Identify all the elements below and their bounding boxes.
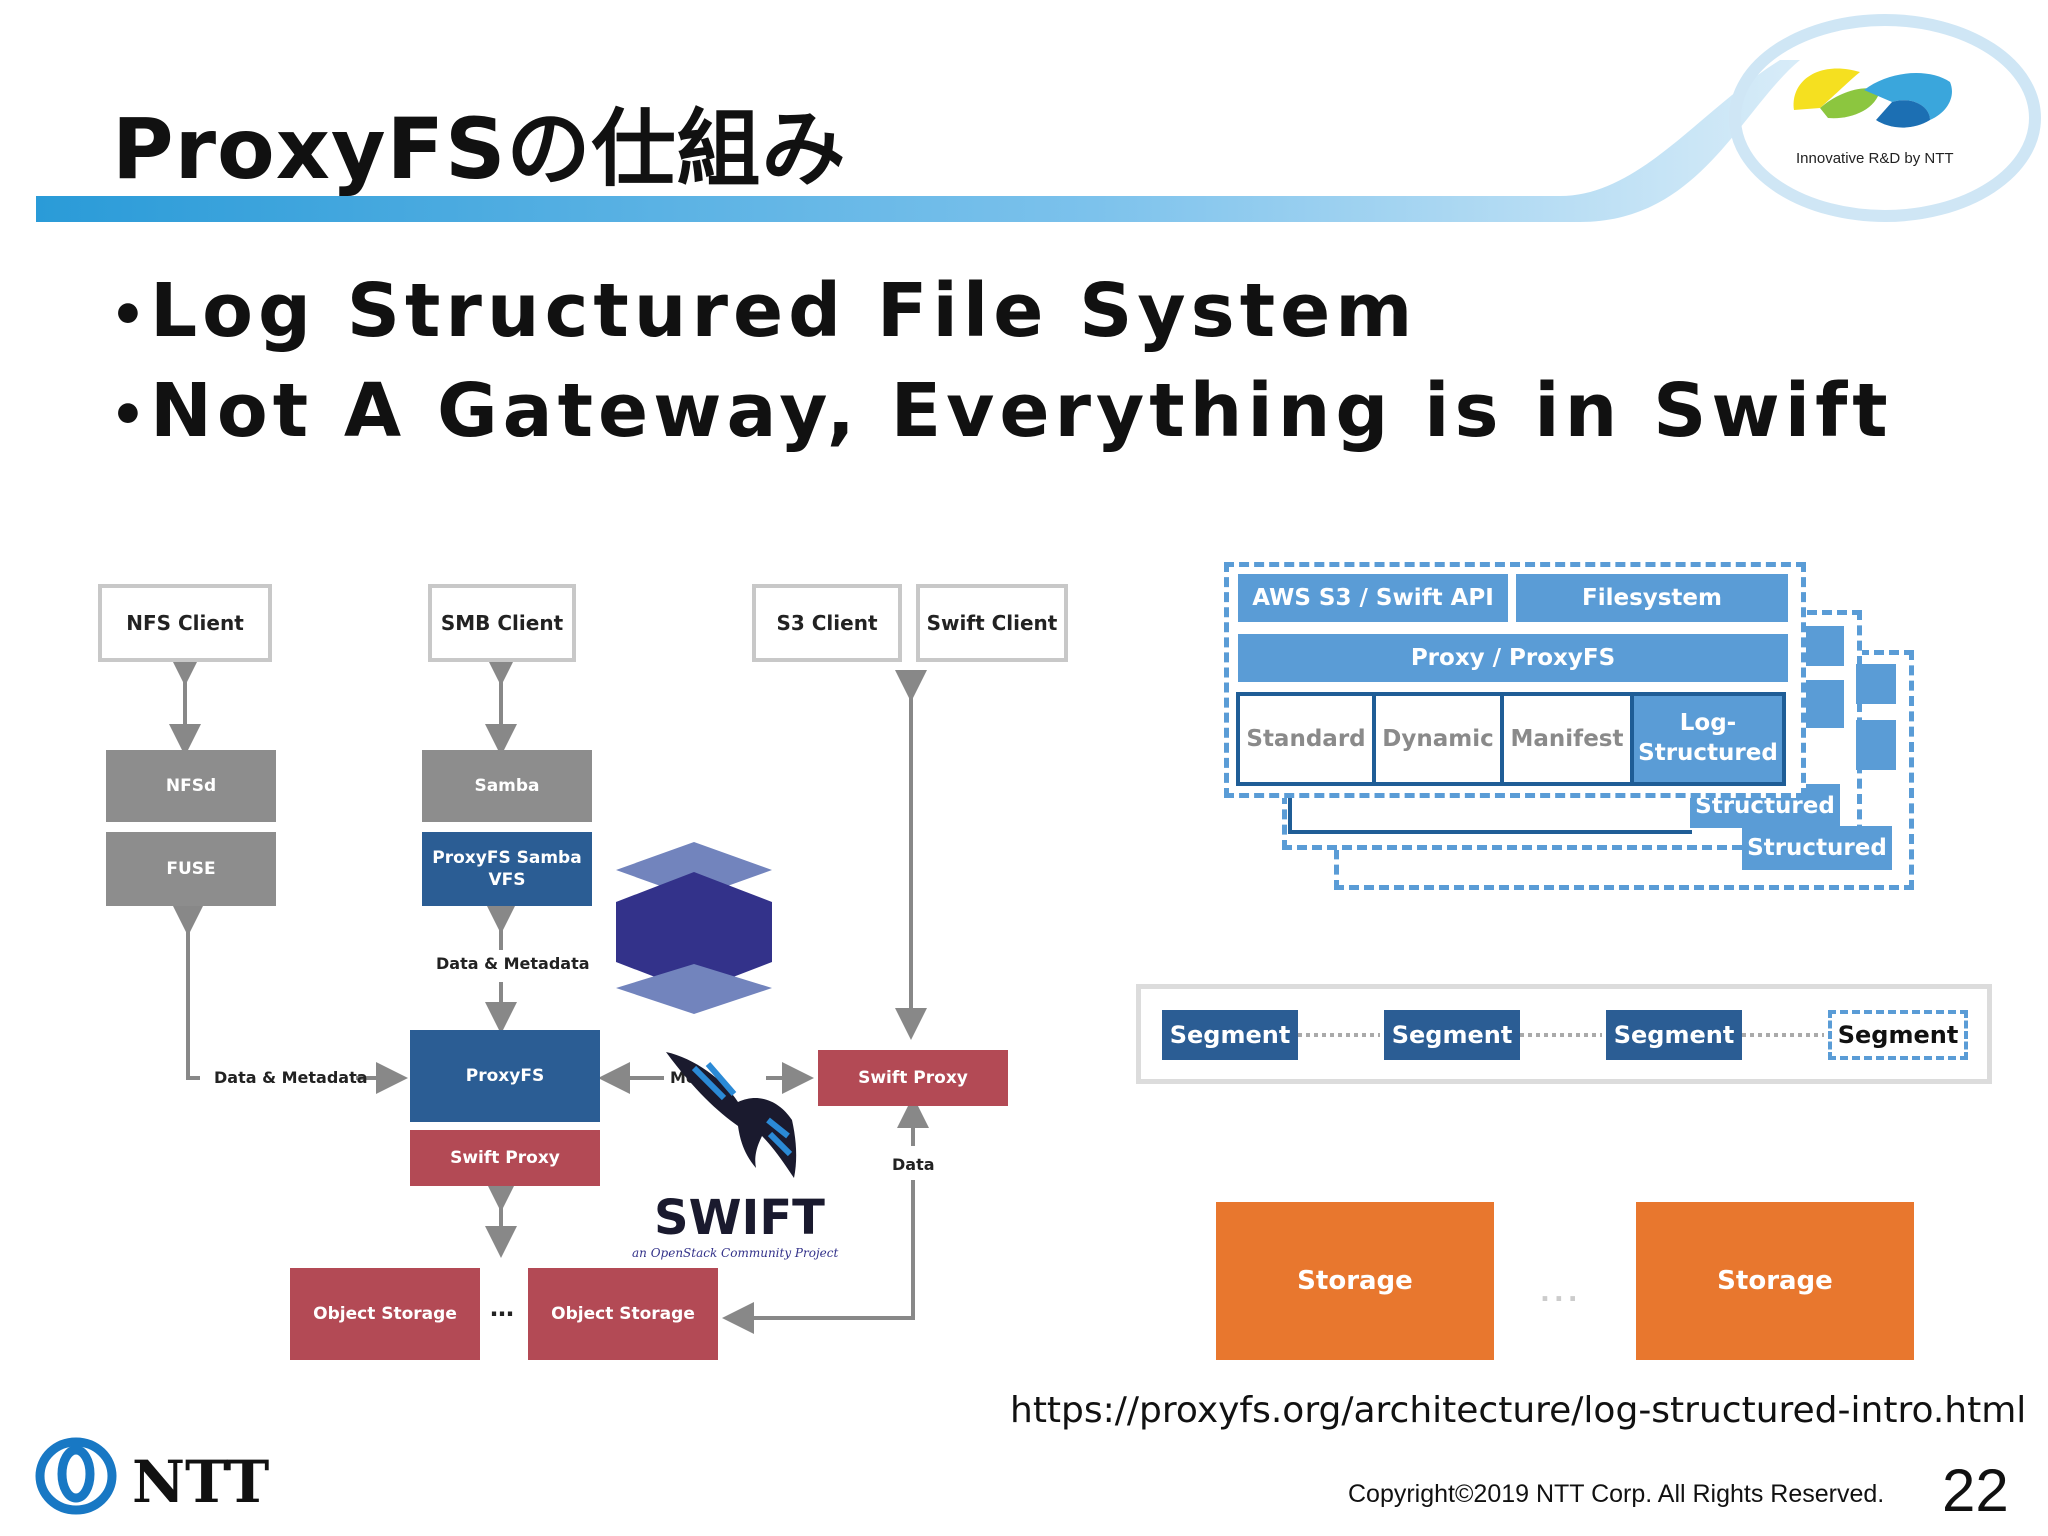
proxyfs-box: ProxyFS <box>410 1030 600 1122</box>
swift-bird-icon <box>666 1052 797 1178</box>
object-storage-ellipsis: … <box>490 1294 514 1322</box>
page-number: 22 <box>1942 1457 2009 1524</box>
swift-proxy-right-box: Swift Proxy <box>818 1050 1008 1106</box>
segment-connectors <box>1298 1033 1824 1037</box>
right-side-block <box>1804 680 1844 728</box>
vfs-line-2: VFS <box>488 870 526 890</box>
swift-logo-text: SWIFT <box>654 1190 825 1246</box>
samba-box: Samba <box>422 750 592 822</box>
policy-dynamic: Dynamic <box>1376 696 1504 782</box>
s3-client-box: S3 Client <box>752 584 902 662</box>
bullet-text: Not A Gateway, Everything is in Swift <box>150 368 1893 454</box>
swift-logo-subtitle: an OpenStack Community Project <box>632 1246 839 1260</box>
storage-ellipsis: ... <box>1540 1278 1582 1308</box>
swift-proxy-left-box: Swift Proxy <box>410 1130 600 1186</box>
object-storage-box: Object Storage <box>290 1268 480 1360</box>
storage-block: Storage <box>1636 1202 1914 1360</box>
object-storage-box: Object Storage <box>528 1268 718 1360</box>
bullet-dot-icon: • <box>110 382 151 448</box>
ntt-logo-text: NTT <box>132 1448 270 1516</box>
logo-tagline: Innovative R&D by NTT <box>1796 150 1954 167</box>
log-structured-line-2: Structured <box>1638 740 1778 766</box>
proxy-proxyfs-block: Proxy / ProxyFS <box>1238 634 1788 682</box>
bullet-item: •Log Structured File System <box>110 268 1417 354</box>
segment-block: Segment <box>1384 1010 1520 1060</box>
swift-client-box: Swift Client <box>916 584 1068 662</box>
source-url: https://proxyfs.org/architecture/log-str… <box>1010 1390 2027 1431</box>
structured-block-back2: Structured <box>1742 826 1892 870</box>
right-side-block <box>1856 664 1896 704</box>
storage-block: Storage <box>1216 1202 1494 1360</box>
data-metadata-label: Data & Metadata <box>214 1068 368 1087</box>
smb-client-box: SMB Client <box>428 584 576 662</box>
segment-block: Segment <box>1606 1010 1742 1060</box>
policy-log-structured: Log- Structured <box>1634 696 1782 782</box>
segment-block-dashed: Segment <box>1828 1010 1968 1060</box>
fuse-box: FUSE <box>106 832 276 906</box>
nfsd-box: NFSd <box>106 750 276 822</box>
data-label: Data <box>892 1155 935 1174</box>
log-structured-line-1: Log- <box>1679 710 1737 737</box>
slide-title: ProxyFSの仕組み <box>112 100 847 198</box>
data-metadata-label: Data & Metadata <box>436 954 590 973</box>
copyright-text: Copyright©2019 NTT Corp. All Rights Rese… <box>1348 1480 1885 1508</box>
ntt-logo-icon <box>35 1437 117 1515</box>
filesystem-block: Filesystem <box>1516 574 1788 622</box>
bullet-dot-icon: • <box>110 282 151 348</box>
header-decoration <box>36 14 2041 222</box>
bullet-item: •Not A Gateway, Everything is in Swift <box>110 368 1893 454</box>
left-diagram-connectors <box>169 654 929 1334</box>
policy-row-outline <box>1236 692 1786 786</box>
segment-block: Segment <box>1162 1010 1298 1060</box>
right-side-block <box>1856 720 1896 770</box>
bullet-text: Log Structured File System <box>150 268 1418 354</box>
segments-container <box>1136 984 1992 1084</box>
nfs-client-box: NFS Client <box>98 584 272 662</box>
api-block: AWS S3 / Swift API <box>1238 574 1508 622</box>
policy-manifest: Manifest <box>1504 696 1634 782</box>
vfs-line-1: ProxyFS Samba <box>432 847 582 868</box>
ntt-rd-logo-icon <box>1793 68 1952 128</box>
right-side-block <box>1804 626 1844 666</box>
stacked-layers-icon <box>616 842 772 1014</box>
proxyfs-samba-vfs-box: ProxyFS Samba VFS <box>422 832 592 906</box>
policy-standard: Standard <box>1240 696 1376 782</box>
